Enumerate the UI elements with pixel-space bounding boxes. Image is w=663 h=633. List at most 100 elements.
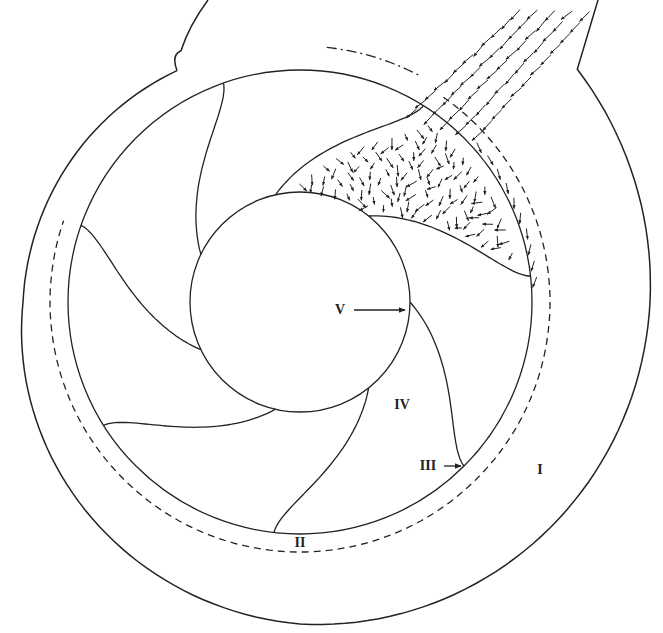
- region-label: II: [295, 536, 306, 550]
- flow-vector: [438, 179, 442, 188]
- flow-vector: [378, 178, 381, 185]
- flow-vector: [467, 167, 472, 175]
- flow-vector: [465, 234, 475, 237]
- flow-vector: [400, 207, 402, 218]
- flow-vector: [424, 114, 433, 124]
- flow-vector: [435, 133, 437, 143]
- flow-vector: [466, 115, 476, 125]
- flow-vector: [520, 213, 521, 224]
- flow-vector: [435, 157, 441, 166]
- flow-vector: [497, 219, 501, 229]
- flow-vector: [427, 187, 436, 190]
- flow-vector: [580, 12, 590, 22]
- flow-vector: [491, 28, 501, 38]
- impeller-circle: [68, 70, 532, 534]
- flow-vector: [550, 44, 560, 54]
- flow-vector: [460, 185, 462, 192]
- flow-vector: [445, 73, 455, 83]
- flow-vector: [413, 152, 414, 161]
- flow-vector: [459, 100, 468, 110]
- flow-vector: [533, 277, 537, 287]
- region-label: IV: [394, 398, 410, 412]
- geometry: [22, 0, 651, 625]
- flow-vector: [401, 173, 407, 181]
- flow-vector: [477, 80, 488, 89]
- flow-vector: [360, 178, 365, 186]
- flow-vector: [445, 141, 447, 151]
- flow-vector: [406, 181, 416, 187]
- flow-vector: [513, 198, 514, 209]
- flow-vector: [428, 125, 433, 131]
- flow-vector: [454, 172, 462, 180]
- flow-vector: [405, 134, 408, 141]
- flow-vector: [396, 177, 398, 187]
- flow-vector: [561, 11, 572, 19]
- flow-vector: [450, 200, 458, 205]
- flow-vector: [332, 169, 336, 179]
- flow-vector: [361, 190, 363, 200]
- flow-vector: [373, 197, 374, 204]
- flow-vector: [399, 154, 404, 161]
- flow-vector: [468, 90, 479, 99]
- flow-vector: [553, 22, 563, 32]
- flow-vector: [406, 195, 416, 201]
- flow-vector: [404, 185, 406, 196]
- flow-vector: [415, 204, 424, 211]
- flow-vector: [490, 48, 500, 58]
- flow-vector: [471, 67, 481, 77]
- volute-casing: [22, 0, 651, 625]
- flow-vector: [494, 229, 505, 230]
- flow-vector: [509, 29, 519, 39]
- dash-dot-arc: [327, 47, 420, 76]
- flow-vector: [351, 152, 356, 158]
- flow-vector: [523, 53, 533, 63]
- flow-vector: [495, 84, 505, 94]
- impeller-blade: [369, 216, 531, 276]
- flow-vector: [359, 206, 368, 211]
- dashed-circle: [50, 97, 550, 552]
- flow-vector: [321, 186, 324, 196]
- flow-vector: [484, 187, 485, 195]
- flow-vector: [419, 149, 426, 157]
- flow-vector: [476, 105, 485, 116]
- flow-vector: [525, 31, 536, 40]
- flow-vector: [323, 166, 329, 171]
- flow-vector: [398, 193, 400, 202]
- volute-tongue: [175, 0, 208, 71]
- flow-vector: [502, 19, 511, 30]
- flow-vector: [453, 64, 464, 73]
- flow-vector: [560, 33, 570, 43]
- flow-vector: [348, 173, 354, 181]
- flow-vector: [543, 32, 553, 42]
- flow-vector: [425, 190, 428, 197]
- flow-vector: [515, 63, 524, 74]
- region-label: I: [537, 463, 542, 477]
- leader-arrow: [354, 309, 405, 310]
- flow-vector: [506, 50, 517, 59]
- flow-vector: [511, 10, 521, 20]
- flow-vector: [415, 141, 419, 150]
- flow-vector: [439, 196, 443, 206]
- flow-vector: [443, 95, 453, 105]
- flow-vector: [426, 200, 434, 206]
- flow-vector: [502, 99, 512, 109]
- flow-vector: [440, 120, 450, 130]
- flow-vector: [517, 40, 527, 50]
- flow-vector: [391, 185, 395, 195]
- flow-vector: [483, 120, 493, 130]
- flow-vector: [456, 217, 457, 228]
- flow-vector: [445, 175, 452, 180]
- flow-vector: [534, 42, 543, 53]
- flow-vector: [511, 88, 522, 97]
- flow-vector: [338, 180, 343, 187]
- flow-vector: [455, 126, 466, 135]
- flow-vector: [418, 160, 424, 167]
- flow-vector: [372, 142, 378, 150]
- flow-vector: [487, 70, 498, 79]
- flow-vector: [477, 143, 482, 153]
- flow-vector: [500, 39, 509, 50]
- flow-vector: [530, 66, 541, 75]
- flow-vector: [427, 178, 429, 185]
- impeller-blade: [81, 225, 201, 349]
